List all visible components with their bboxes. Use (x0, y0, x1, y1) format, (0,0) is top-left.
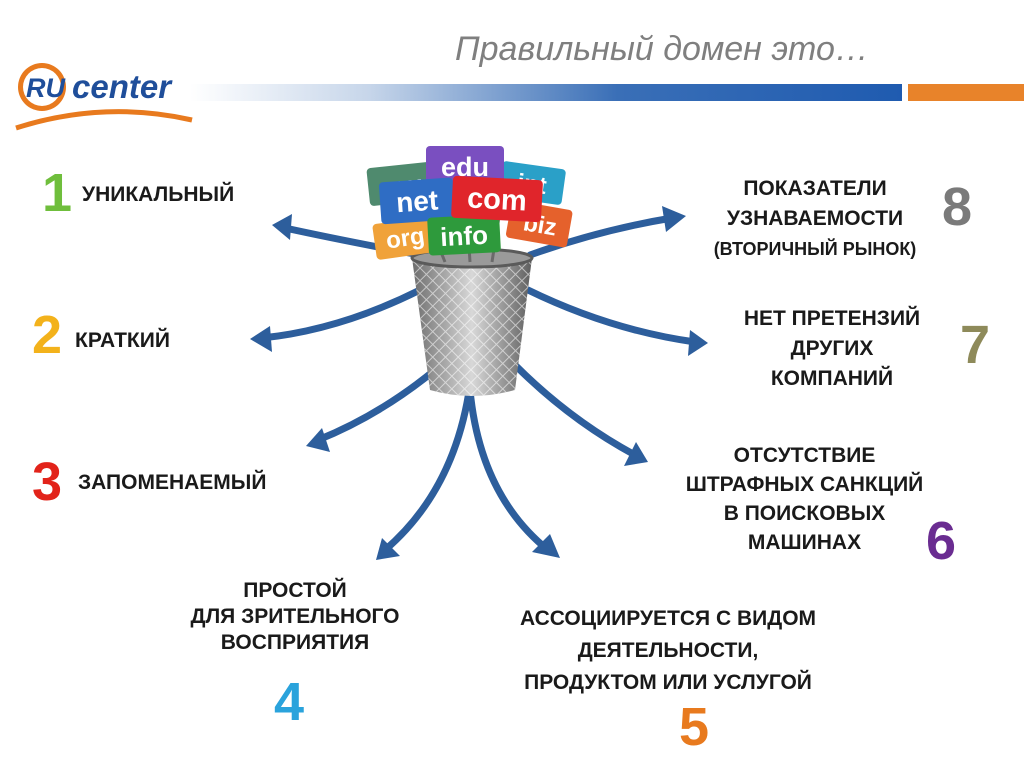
ru-center-logo: RU center (14, 60, 214, 140)
item-5-label: АССОЦИИРУЕТСЯ С ВИДОМ ДЕЯТЕЛЬНОСТИ, ПРОД… (519, 607, 817, 694)
sign-org: org (372, 216, 438, 260)
arrow-to-8 (526, 214, 676, 259)
arrowhead-1 (272, 214, 292, 240)
item-2-number: 2 (32, 305, 63, 365)
arrowhead-5 (532, 534, 560, 558)
item-4-label: ПРОСТОЙ ДЛЯ ЗРИТЕЛЬНОГО ВОСПРИЯТИЯ (190, 579, 400, 654)
arrowhead-3 (306, 428, 330, 452)
svg-text:org: org (384, 222, 426, 254)
arrow-to-2 (258, 286, 424, 342)
header-gradient-bar (190, 84, 902, 101)
item-5-number: 5 (679, 697, 710, 757)
logo-ru-text: RU (26, 73, 66, 103)
sign-net: net (378, 177, 456, 225)
wastebasket (410, 247, 534, 396)
arrow-to-5 (466, 386, 552, 554)
item-8-number: 8 (942, 177, 973, 237)
item-8-label: ПОКАЗАТЕЛИ УЗНАВАЕМОСТИ (ВТОРИЧНЫЙ РЫНОК… (713, 177, 917, 259)
arrowhead-6 (624, 442, 648, 466)
header-orange-bar (908, 84, 1024, 101)
sign-com: com (451, 175, 543, 223)
sign-info: info (427, 214, 501, 256)
arrow-to-6 (511, 361, 639, 459)
svg-text:info: info (440, 220, 489, 252)
item-6-label: ОТСУТСТВИЕ ШТРАФНЫХ САНКЦИЙ В ПОИСКОВЫХ … (685, 444, 924, 554)
arrowhead-8 (662, 206, 686, 232)
item-7-label: НЕТ ПРЕТЕНЗИЙ ДРУГИХ КОМПАНИЙ (743, 307, 921, 390)
item-1-label: УНИКАЛЬНЫЙ (82, 183, 235, 206)
arrowhead-7 (688, 330, 708, 356)
item-6-number: 6 (926, 511, 957, 571)
arrow-to-4 (381, 381, 474, 554)
item-7-number: 7 (960, 315, 991, 375)
arrowhead-2 (250, 326, 272, 352)
item-2-label: КРАТКИЙ (75, 329, 170, 352)
item-4-number: 4 (274, 672, 305, 732)
arrowhead-4 (376, 538, 400, 560)
item-3-number: 3 (32, 452, 63, 512)
logo-center-text: center (72, 68, 173, 105)
item-3-label: ЗАПОМЕНАЕМЫЙ (78, 471, 267, 494)
arrow-to-3 (314, 366, 439, 444)
svg-text:com: com (466, 182, 527, 217)
arrow-to-7 (524, 286, 699, 346)
slide-title: Правильный домен это… (455, 30, 869, 68)
svg-text:net: net (395, 184, 439, 218)
item-1-number: 1 (42, 163, 73, 223)
